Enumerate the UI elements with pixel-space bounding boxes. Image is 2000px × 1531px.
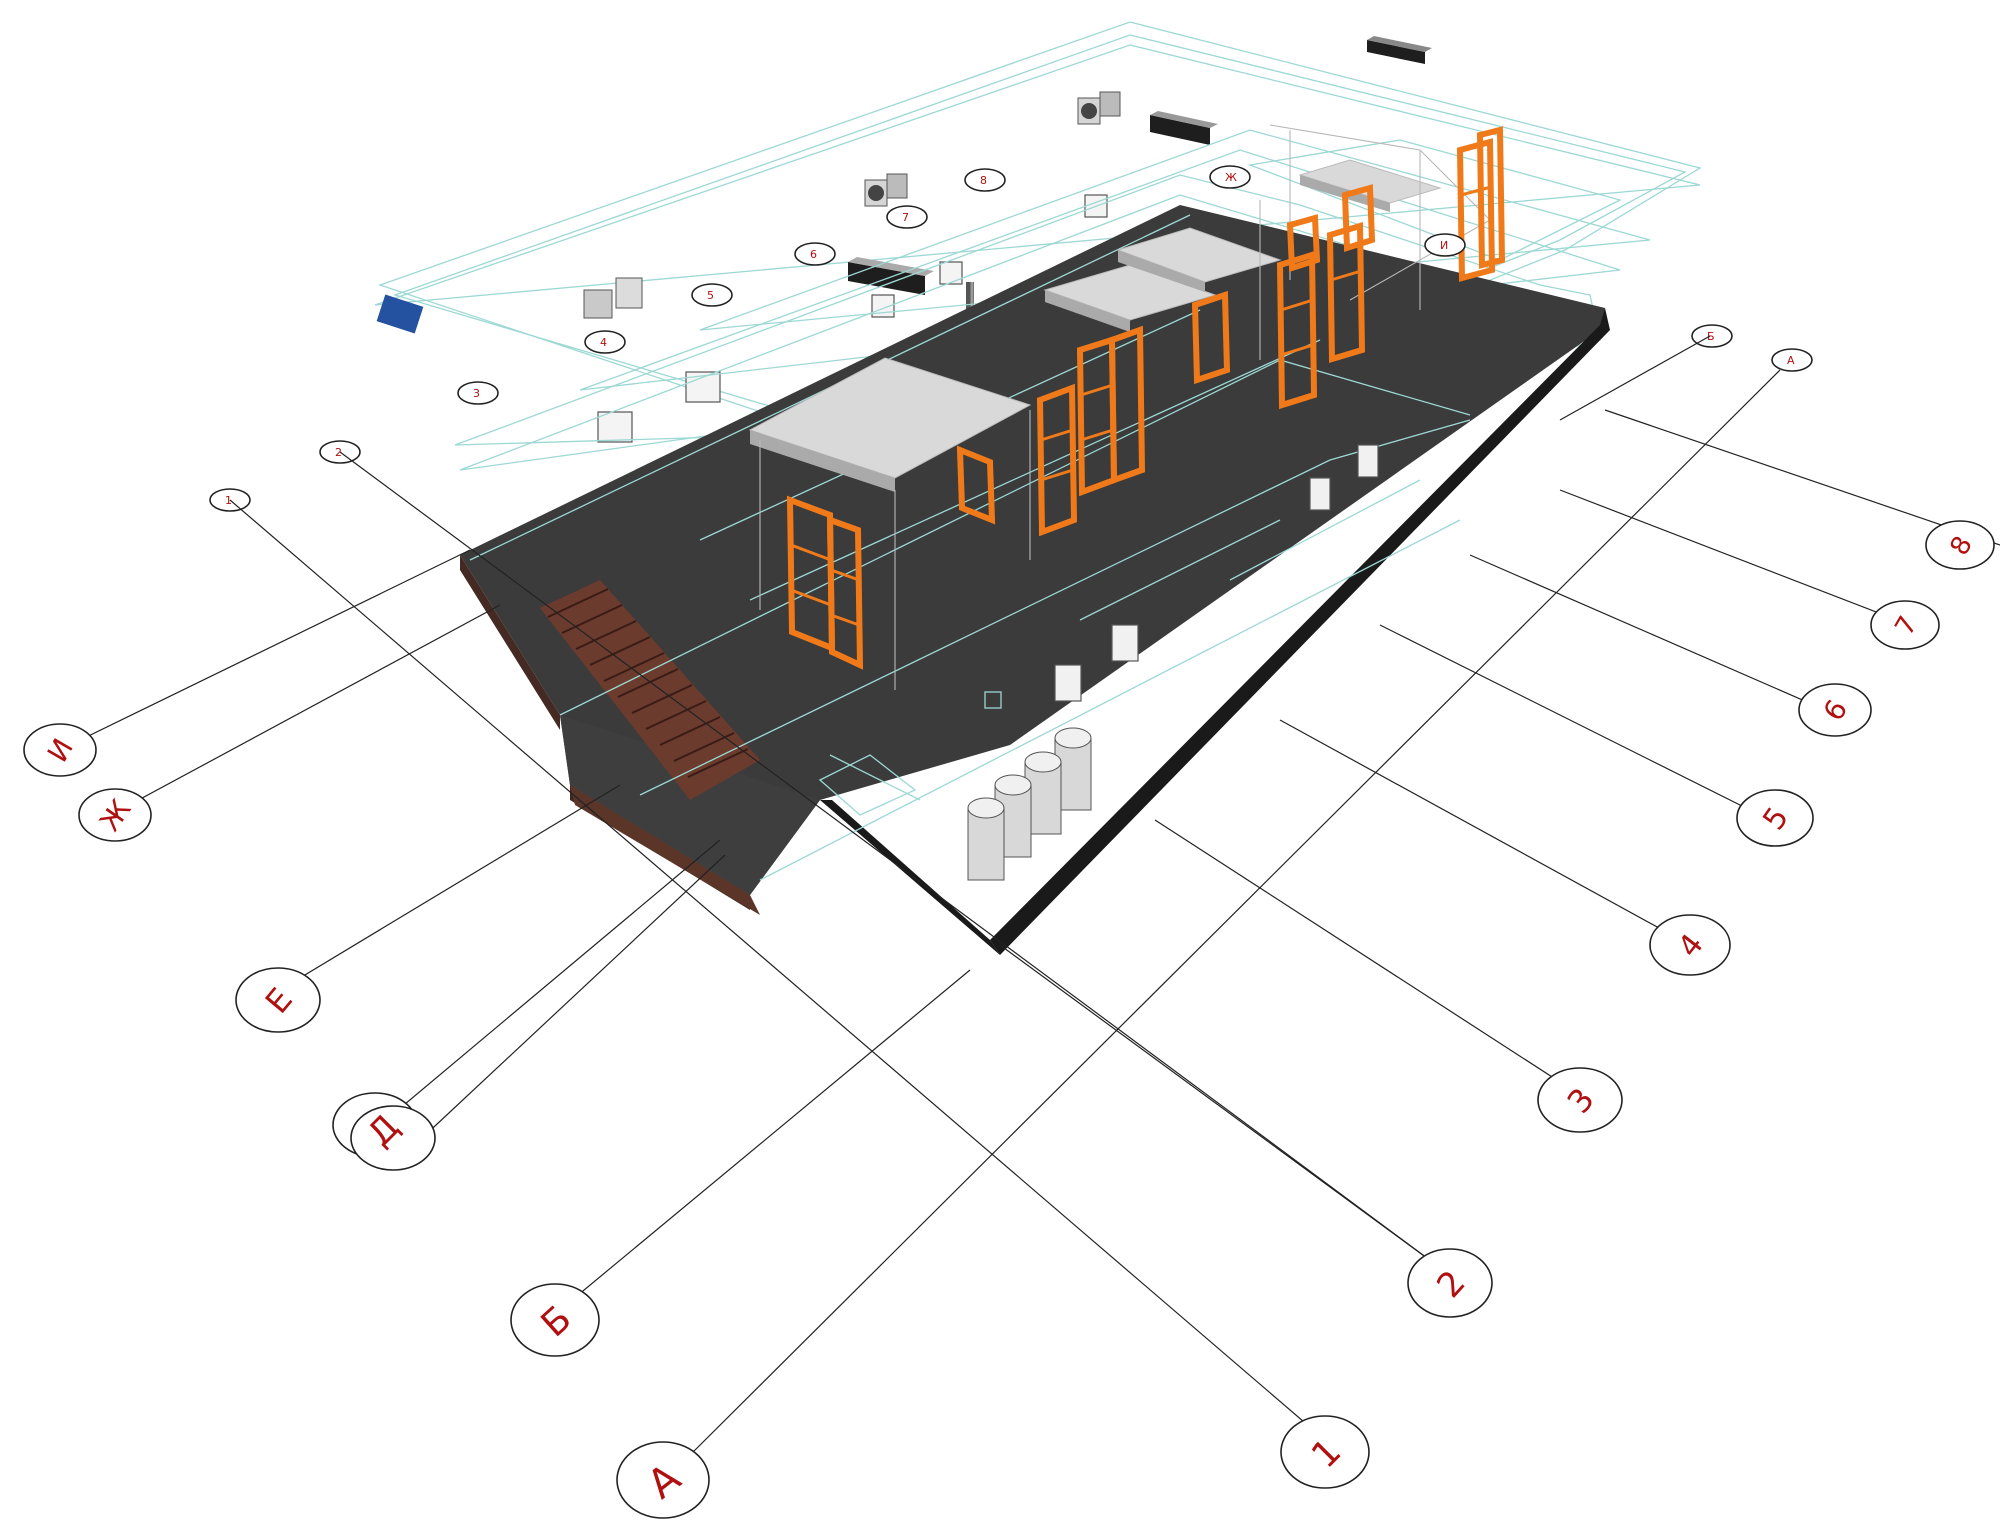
axis-bubble-5: 5 <box>1736 789 1814 847</box>
stair <box>540 580 760 800</box>
svg-text:5: 5 <box>707 289 714 302</box>
small-label: Б <box>1691 324 1733 348</box>
main-floor-slab <box>460 205 1610 955</box>
axis-bubble-И: И <box>23 723 97 777</box>
axis-bubble-7: 7 <box>1870 600 1940 650</box>
axis-bubble-Б: Б <box>510 1283 600 1357</box>
axis-bubble-8: 8 <box>1925 520 1995 570</box>
fan-unit <box>583 277 643 319</box>
tank <box>967 797 1005 881</box>
door <box>1276 250 1318 410</box>
door <box>1476 126 1506 269</box>
door <box>1036 383 1078 537</box>
axis-bubble-2: 2 <box>1407 1248 1493 1318</box>
small-label: 4 <box>584 330 626 354</box>
svg-text:Б: Б <box>1707 330 1715 343</box>
small-label: И <box>1424 233 1466 257</box>
door <box>1108 325 1146 485</box>
svg-text:1: 1 <box>225 494 232 507</box>
small-label: А <box>1771 348 1813 372</box>
door <box>1326 221 1366 364</box>
door <box>1341 184 1376 253</box>
partition-wireframes <box>469 214 1471 881</box>
svg-text:2: 2 <box>335 446 342 459</box>
axis-bubble-4: 4 <box>1649 914 1731 976</box>
fan-unit <box>1077 91 1121 125</box>
ceiling-plates <box>748 159 1442 492</box>
wall-wireframes <box>759 124 1491 690</box>
svg-text:4: 4 <box>600 336 607 349</box>
svg-text:8: 8 <box>980 174 987 187</box>
small-label: 5 <box>691 283 733 307</box>
svg-text:А: А <box>1787 354 1795 367</box>
axis-bubble-А: А <box>616 1441 710 1519</box>
axis-bubble-Е: Е <box>235 967 321 1033</box>
small-label: 3 <box>457 381 499 405</box>
slab-radiators <box>1054 444 1379 702</box>
svg-text:И: И <box>1440 239 1448 252</box>
door <box>826 515 864 670</box>
small-label: 8 <box>964 168 1006 192</box>
axis-bubble-6: 6 <box>1798 683 1872 737</box>
blue-tag <box>376 294 424 334</box>
door <box>1286 214 1321 273</box>
axis-bubble-Ж: Ж <box>78 788 152 842</box>
fan-unit <box>864 173 908 207</box>
door <box>1191 290 1231 385</box>
axis-bubble-1: 1 <box>1280 1415 1370 1489</box>
small-label: 7 <box>886 205 928 229</box>
svg-text:6: 6 <box>810 248 817 261</box>
svg-text:7: 7 <box>902 211 909 224</box>
small-label: 6 <box>794 242 836 266</box>
small-level-labels: 1 2 3 4 5 6 7 8 Ж И Б А <box>209 165 1813 512</box>
tanks <box>967 727 1092 881</box>
grid-axis-lines <box>69 335 2000 1466</box>
door <box>956 445 996 525</box>
svg-text:3: 3 <box>473 387 480 400</box>
axis-bubbles-left: И Ж Е Д Б А <box>23 723 710 1519</box>
axis-bubbles-right: 8 7 6 5 4 3 2 1 <box>1280 520 1995 1489</box>
axis-bubble-3: 3 <box>1537 1067 1623 1133</box>
svg-text:Ж: Ж <box>1225 171 1237 184</box>
small-label: Ж <box>1209 165 1251 189</box>
axis-bubble-Д: Д <box>332 1092 436 1171</box>
doors <box>786 126 1506 670</box>
